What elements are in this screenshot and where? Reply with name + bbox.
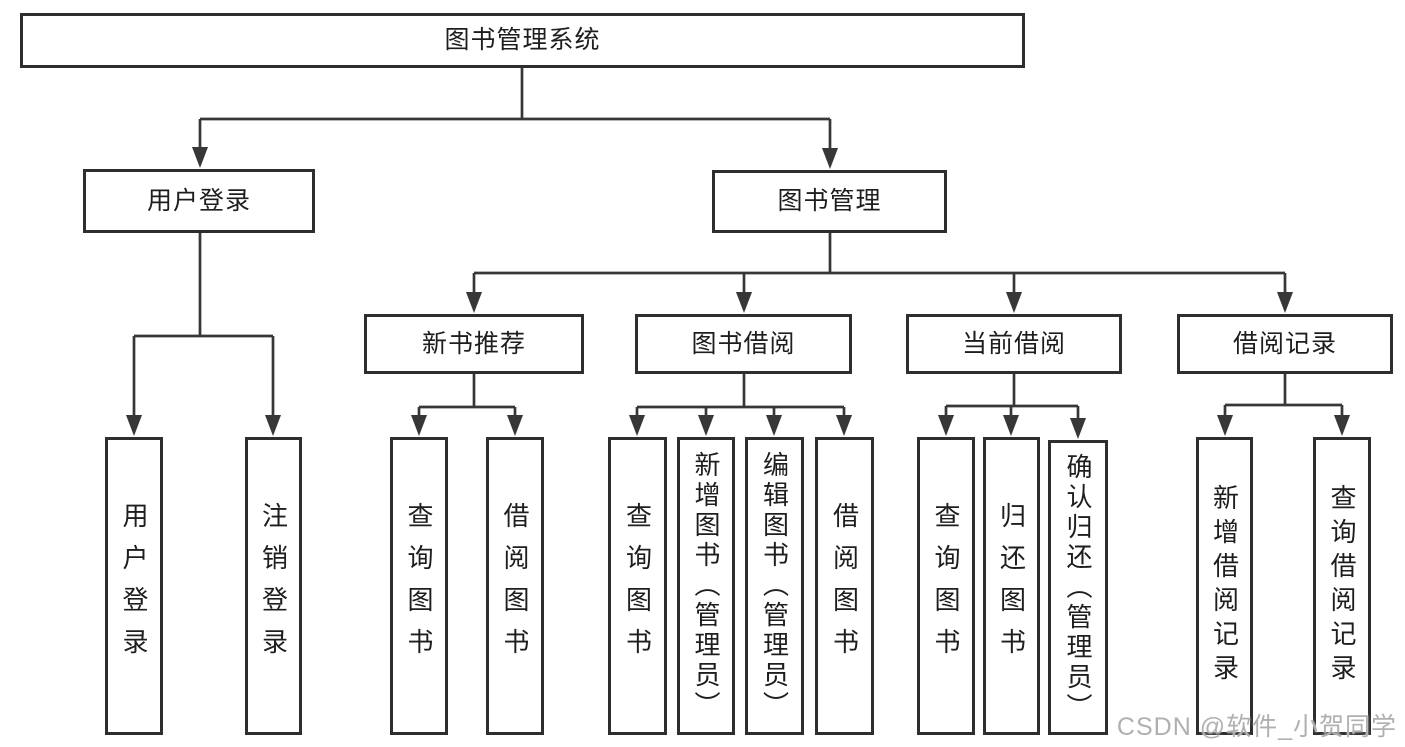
- leaf-borrow-books-2-label: 借阅图书: [829, 502, 860, 670]
- leaf-user-login-label: 用户登录: [119, 502, 149, 670]
- leaf-query-books-1: 查询图书: [390, 437, 448, 735]
- leaf-logout-login-label: 注销登录: [258, 502, 289, 670]
- node-borrow-records: 借阅记录: [1177, 314, 1393, 374]
- node-user-login: 用户登录: [83, 169, 315, 233]
- node-current-borrowing: 当前借阅: [906, 314, 1122, 374]
- connector-borrow-records-to-leaves: [1217, 374, 1350, 436]
- leaf-borrow-books-1: 借阅图书: [486, 437, 544, 735]
- leaf-query-books-2-label: 查询图书: [622, 502, 653, 670]
- leaf-borrow-books-1-label: 借阅图书: [500, 502, 530, 670]
- leaf-edit-books-admin-label: 编辑图书（管理员）: [759, 451, 790, 721]
- connector-book-management-to-level3: [466, 233, 1293, 313]
- node-library-system: 图书管理系统: [20, 13, 1025, 68]
- leaf-borrow-books-2: 借阅图书: [815, 437, 874, 735]
- leaf-confirm-return-admin: 确认归还（管理员）: [1048, 440, 1108, 735]
- leaf-logout-login: 注销登录: [245, 437, 302, 735]
- leaf-edit-books-admin: 编辑图书（管理员）: [745, 437, 804, 735]
- leaf-query-books-1-label: 查询图书: [404, 502, 434, 670]
- leaf-query-borrow-record: 查询借阅记录: [1313, 437, 1371, 735]
- connector-root-to-level2: [192, 68, 838, 169]
- node-book-borrowing: 图书借阅: [635, 314, 852, 374]
- connector-book-borrowing-to-leaves: [629, 374, 852, 436]
- leaf-add-borrow-record-label: 新增借阅记录: [1209, 484, 1240, 688]
- leaf-return-books: 归还图书: [983, 437, 1040, 735]
- connector-new-book-to-leaves: [411, 374, 523, 436]
- node-new-book-recommend: 新书推荐: [364, 314, 584, 374]
- csdn-watermark: CSDN @软件_小贺同学: [1116, 713, 1397, 741]
- leaf-query-borrow-record-label: 查询借阅记录: [1327, 484, 1357, 688]
- leaf-add-borrow-record: 新增借阅记录: [1196, 437, 1253, 735]
- leaf-query-books-3-label: 查询图书: [931, 502, 961, 670]
- leaf-add-books-admin-label: 新增图书（管理员）: [691, 451, 721, 721]
- leaf-query-books-3: 查询图书: [917, 437, 975, 735]
- leaf-return-books-label: 归还图书: [996, 502, 1027, 670]
- leaf-add-books-admin: 新增图书（管理员）: [677, 437, 735, 735]
- connector-current-borrowing-to-leaves: [938, 374, 1086, 439]
- connector-user-login-to-leaves: [126, 233, 281, 436]
- leaf-query-books-2: 查询图书: [608, 437, 667, 735]
- node-book-management: 图书管理: [712, 170, 947, 233]
- leaf-user-login: 用户登录: [105, 437, 163, 735]
- leaf-confirm-return-admin-label: 确认归还（管理员）: [1063, 452, 1093, 723]
